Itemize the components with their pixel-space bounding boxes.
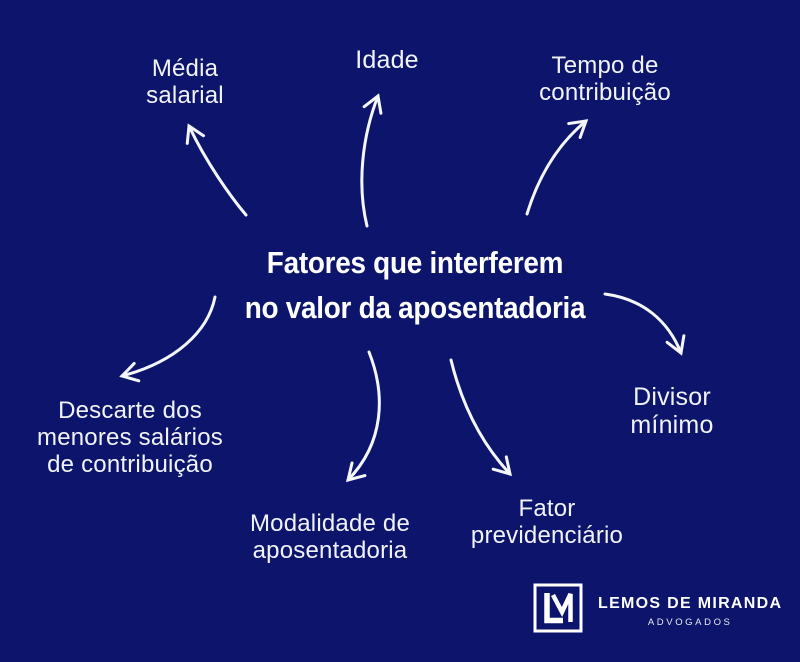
arrow-to-idade: [360, 93, 383, 228]
arrow-to-divisor-minimo: [603, 292, 686, 356]
arrow-to-modalidade: [345, 350, 381, 483]
node-tempo-contribuicao: Tempo de contribuição: [539, 52, 671, 106]
arrow-to-tempo-contribuicao: [525, 119, 589, 216]
lm-monogram-icon: [533, 583, 583, 633]
firm-subtitle: ADVOGADOS: [647, 617, 733, 628]
firm-logo-text: LEMOS DE MIRANDA ADVOGADOS: [598, 583, 782, 628]
node-divisor-minimo: Divisor mínimo: [630, 383, 714, 439]
node-descarte-menores-salarios: Descarte dos menores salários de contrib…: [37, 397, 223, 478]
node-modalidade-aposentadoria: Modalidade de aposentadoria: [249, 510, 411, 564]
diagram-title: Fatores que interferem no valor da apose…: [244, 245, 586, 325]
arrow-to-fator-previdenciario: [449, 358, 512, 477]
node-media-salarial: Média salarial: [146, 55, 224, 109]
firm-logo: LEMOS DE MIRANDA ADVOGADOS: [533, 583, 782, 633]
node-fator-previdenciario: Fator previdenciário: [470, 495, 624, 549]
firm-name: LEMOS DE MIRANDA: [598, 595, 783, 612]
arrow-to-media-salarial: [185, 123, 248, 217]
arrow-to-descarte: [119, 295, 217, 383]
node-idade: Idade: [355, 46, 419, 74]
